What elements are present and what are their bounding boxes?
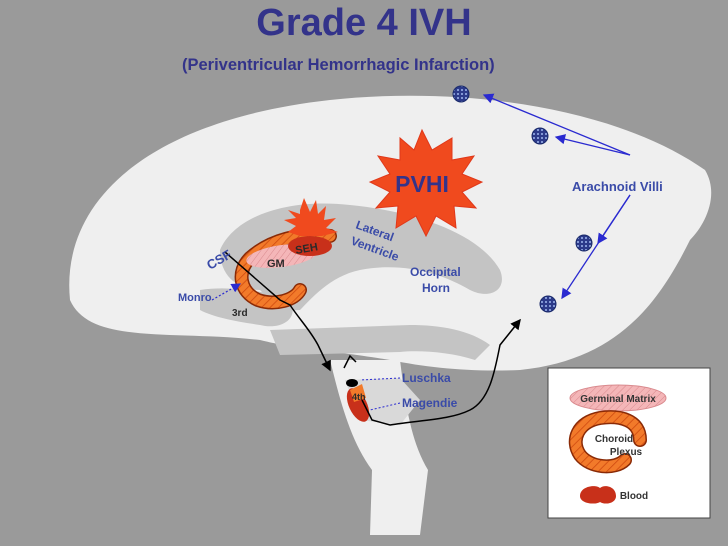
- villi-2: [531, 127, 549, 145]
- arachnoid-villi-label: Arachnoid Villi: [572, 179, 663, 194]
- csf-flow-path: [224, 251, 331, 372]
- monro-arrow: [211, 283, 242, 301]
- occipital-horn-label-1: Occipital: [410, 265, 461, 279]
- monro-label: Monro: [178, 292, 212, 304]
- legend-blood-label: Blood: [620, 491, 648, 502]
- luschka-foramen: [346, 379, 358, 387]
- pvhi-burst: [368, 128, 484, 238]
- third-ventricle-label: 3rd: [232, 308, 248, 319]
- magendie-label: Magendie: [402, 396, 458, 410]
- slide-subtitle: (Periventricular Hemorrhagic Infarction): [182, 56, 495, 74]
- magendie-pointer: [369, 402, 401, 411]
- villi-arrow-4: [561, 194, 631, 300]
- legend-choroid-label-1: Choroid: [595, 434, 633, 445]
- gm-label: GM: [267, 258, 285, 270]
- luschka-label: Luschka: [402, 371, 451, 385]
- seh-blob: [288, 236, 332, 256]
- villi-arrow-2: [554, 134, 631, 156]
- hemorrhage-burst: [284, 198, 338, 236]
- slide-title: Grade 4 IVH: [256, 2, 472, 44]
- legend-germinal-matrix-label: Germinal Matrix: [580, 394, 656, 405]
- legend-choroid-label-2: Plexus: [610, 447, 643, 458]
- pvhi-label: PVHI: [395, 171, 449, 197]
- legend-blood-swatch: [580, 486, 616, 504]
- villi-3: [575, 234, 593, 252]
- seh-label: SEH: [294, 241, 318, 257]
- occipital-horn-label-2: Horn: [422, 281, 450, 295]
- luschka-pointer: [359, 377, 401, 381]
- villi-4: [539, 295, 557, 313]
- fourth-ventricle-label: 4th: [352, 392, 366, 402]
- villi-1: [452, 85, 470, 103]
- villi-arrow-1: [482, 93, 631, 156]
- aqueduct-channel: [270, 325, 490, 360]
